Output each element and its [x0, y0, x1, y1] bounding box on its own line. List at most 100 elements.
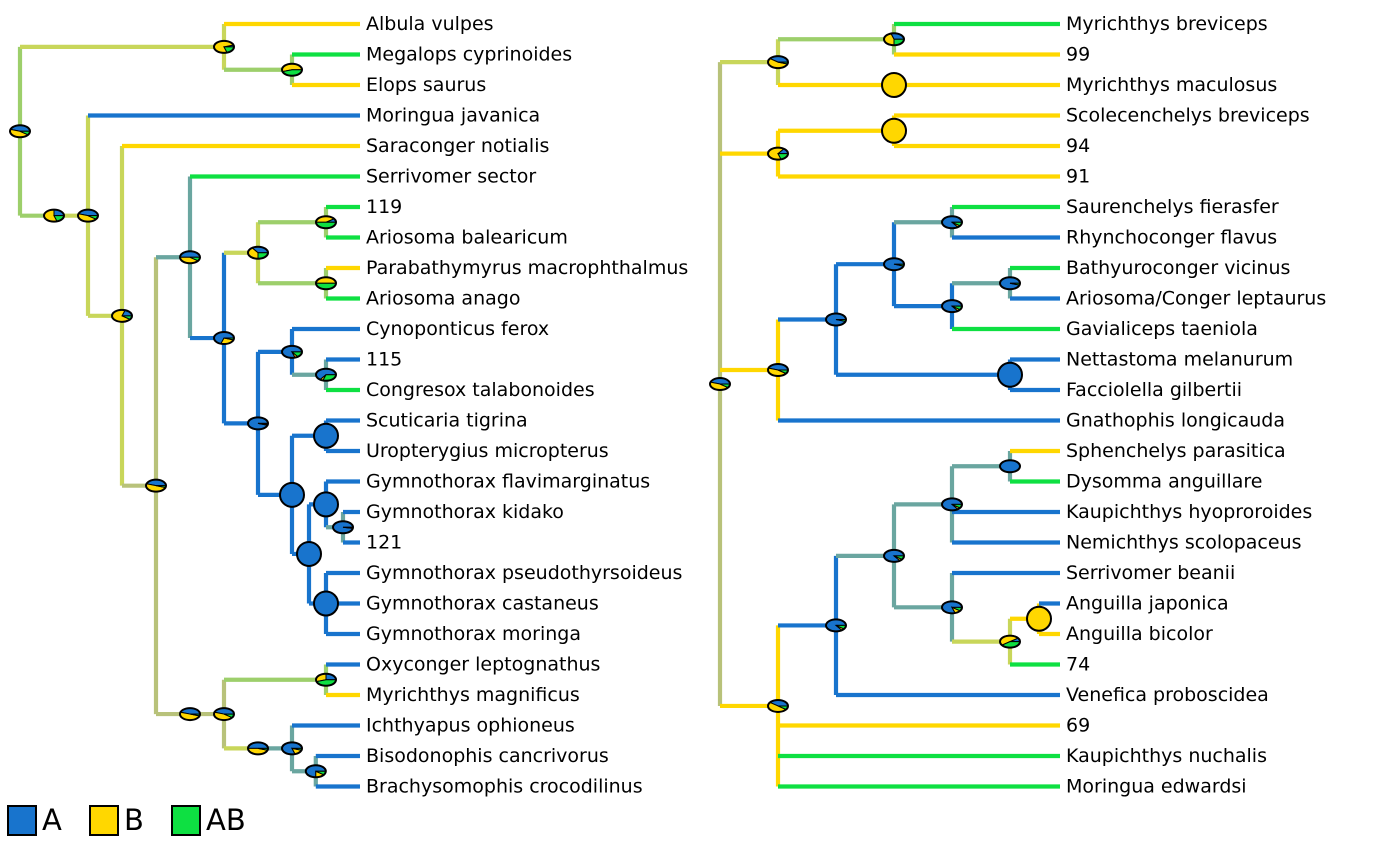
tip-label: Anguilla bicolor: [1066, 623, 1213, 645]
node-pie: [213, 331, 235, 346]
pie-outline: [883, 257, 905, 272]
node-pie: [999, 276, 1021, 291]
pie-outline: [315, 672, 337, 687]
tip-label: Gavialiceps taeniola: [1066, 318, 1258, 340]
tip-label: Saraconger notialis: [366, 135, 549, 157]
pie-outline: [999, 459, 1021, 474]
pie-outline: [767, 362, 789, 377]
tip-label: Ariosoma anago: [366, 288, 520, 310]
pie-outline: [281, 62, 303, 77]
tip-label: 94: [1066, 135, 1090, 157]
node-pie: [281, 62, 303, 77]
node-pie: [315, 276, 337, 291]
pie-slice: [280, 482, 304, 507]
node-pie: [145, 478, 167, 493]
node-pie: [883, 548, 905, 563]
node-pie: [997, 361, 1023, 388]
pie-slice: [297, 541, 321, 566]
node-pie: [296, 540, 322, 567]
node-pie: [247, 245, 269, 260]
pie-outline: [315, 367, 337, 382]
tip-label: Gymnothorax pseudothyrsoideus: [366, 562, 682, 584]
pie-outline: [881, 72, 907, 98]
pie-outline: [296, 540, 322, 567]
legend-swatch-b: [89, 805, 119, 836]
node-pie: [941, 497, 963, 512]
node-pie: [213, 39, 235, 54]
pie-outline: [43, 208, 65, 223]
pie-outline: [111, 308, 133, 323]
tip-label: Saurenchelys fierasfer: [1066, 196, 1279, 218]
node-pie: [179, 707, 201, 722]
pie-outline: [767, 698, 789, 713]
pie-outline: [999, 634, 1021, 649]
pie-outline: [213, 39, 235, 54]
pie-outline: [213, 707, 235, 722]
node-pie: [709, 377, 731, 392]
tip-label: Gymnothorax castaneus: [366, 593, 599, 615]
node-pie: [881, 117, 907, 144]
legend-item-ab: AB: [171, 803, 246, 837]
node-pie: [825, 312, 847, 327]
tip-label: 119: [366, 196, 402, 218]
pie-outline: [281, 344, 303, 359]
pie-outline: [315, 215, 337, 230]
pie-outline: [213, 331, 235, 346]
tip-label: Nemichthys scolopaceus: [1066, 532, 1302, 554]
tip-label: Gnathophis longicauda: [1066, 410, 1285, 432]
node-pie: [247, 416, 269, 431]
pie-outline: [179, 250, 201, 265]
node-pie: [247, 741, 269, 756]
tip-label: Bisodonophis cancrivorus: [366, 745, 609, 767]
tip-label: Megalops cyprinoides: [366, 44, 572, 66]
node-pie: [179, 250, 201, 265]
node-pie: [281, 344, 303, 359]
node-pie: [883, 32, 905, 47]
tip-label: 69: [1066, 715, 1090, 737]
pie-outline: [883, 32, 905, 47]
tip-label: Venefica proboscidea: [1066, 684, 1269, 706]
node-pies: [9, 32, 1052, 779]
tip-label: Serrivomer beanii: [1066, 562, 1235, 584]
tip-label: Congresox talabonoides: [366, 379, 595, 401]
pie-outline: [709, 377, 731, 392]
node-pie: [1026, 605, 1052, 632]
node-pie: [315, 367, 337, 382]
legend-swatch-a: [7, 805, 37, 836]
node-pie: [767, 55, 789, 70]
node-pie: [999, 634, 1021, 649]
pie-outline: [941, 600, 963, 615]
pie-outline: [332, 520, 354, 535]
node-pie: [313, 590, 339, 617]
pie-slice: [314, 423, 338, 448]
tip-label: Dysomma anguillare: [1066, 471, 1262, 493]
tip-label: Ariosoma balearicum: [366, 227, 568, 249]
tip-label: Myrichthys breviceps: [1066, 13, 1268, 35]
node-pie: [9, 124, 31, 139]
node-pie: [767, 146, 789, 161]
tip-label: Nettastoma melanurum: [1066, 349, 1293, 371]
pie-outline: [145, 478, 167, 493]
node-pie: [111, 308, 133, 323]
pie-slice: [1000, 460, 1020, 473]
node-pie: [313, 422, 339, 449]
pie-outline: [825, 312, 847, 327]
tip-label: Gymnothorax kidako: [366, 501, 564, 523]
node-pie: [213, 707, 235, 722]
pie-outline: [279, 481, 305, 508]
pie-outline: [1026, 605, 1052, 632]
tip-label: 121: [366, 532, 402, 554]
pie-outline: [247, 416, 269, 431]
node-pie: [767, 362, 789, 377]
node-pie: [279, 481, 305, 508]
tip-label: Gymnothorax moringa: [366, 623, 581, 645]
legend-label-ab: AB: [206, 803, 246, 837]
pie-outline: [315, 276, 337, 291]
pie-slice: [882, 118, 906, 143]
node-pie: [941, 600, 963, 615]
pie-outline: [247, 741, 269, 756]
node-pie: [941, 299, 963, 314]
tip-label: Elops saurus: [366, 74, 486, 96]
